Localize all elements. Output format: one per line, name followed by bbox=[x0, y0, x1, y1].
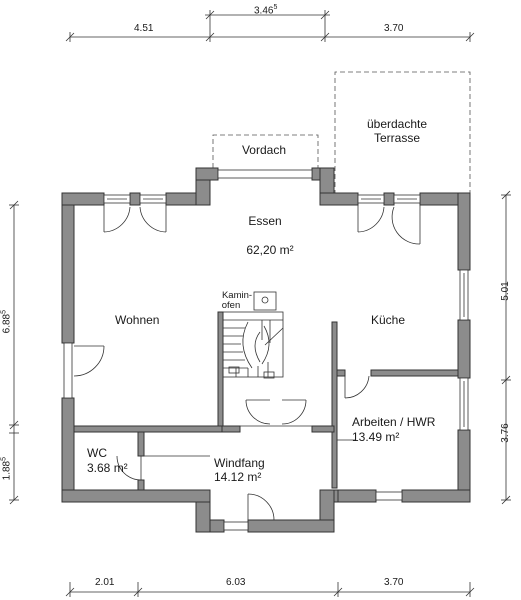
dim-right-upper: 5.01 bbox=[500, 281, 511, 301]
dim-bottom-middle: 6.03 bbox=[226, 577, 246, 588]
label-arbeiten-area: 13.49 m² bbox=[352, 430, 400, 444]
dim-top-middle: 3.465 bbox=[254, 2, 277, 17]
doors bbox=[73, 205, 421, 521]
dim-left-upper: 6.885 bbox=[0, 304, 14, 340]
label-terrasse-line2: Terrasse bbox=[373, 131, 420, 145]
dim-left-lower-sup: 5 bbox=[0, 456, 8, 461]
dim-right-lower: 3.76 bbox=[500, 423, 511, 443]
dim-top-right: 3.70 bbox=[384, 23, 404, 34]
walls bbox=[61, 167, 471, 533]
dim-top-middle-value: 3.46 bbox=[254, 5, 274, 17]
label-vordach: Vordach bbox=[241, 143, 287, 157]
dim-left-lower-value: 1.88 bbox=[1, 460, 13, 481]
dim-left-lower: 1.885 bbox=[0, 451, 14, 487]
label-arbeiten: Arbeiten / HWR bbox=[352, 415, 436, 429]
roof-outlines bbox=[212, 71, 471, 195]
label-essen: Essen bbox=[248, 214, 282, 228]
label-windfang-area: 14.12 m² bbox=[214, 470, 262, 484]
label-essen-area: 62,20 m² bbox=[246, 243, 294, 257]
label-wohnen: Wohnen bbox=[115, 313, 160, 327]
dim-left-upper-value: 6.88 bbox=[1, 313, 13, 334]
label-kaminofen-line1: Kamin- bbox=[221, 290, 253, 301]
windows bbox=[63, 169, 469, 531]
label-wc-area: 3.68 m² bbox=[87, 461, 128, 475]
dim-top-left: 4.51 bbox=[134, 23, 154, 34]
label-windfang: Windfang bbox=[214, 456, 265, 470]
dimension-lines bbox=[9, 10, 511, 597]
dim-left-upper-sup: 5 bbox=[0, 309, 8, 314]
label-wc: WC bbox=[87, 446, 107, 460]
staircase bbox=[222, 291, 284, 379]
label-kaminofen-line2: ofen bbox=[221, 300, 241, 311]
dim-top-middle-sup: 5 bbox=[273, 4, 278, 11]
label-kueche: Küche bbox=[371, 313, 406, 327]
label-terrasse-line1: überdachte bbox=[366, 117, 428, 131]
dim-bottom-left: 2.01 bbox=[95, 577, 115, 588]
dim-bottom-right: 3.70 bbox=[384, 577, 404, 588]
